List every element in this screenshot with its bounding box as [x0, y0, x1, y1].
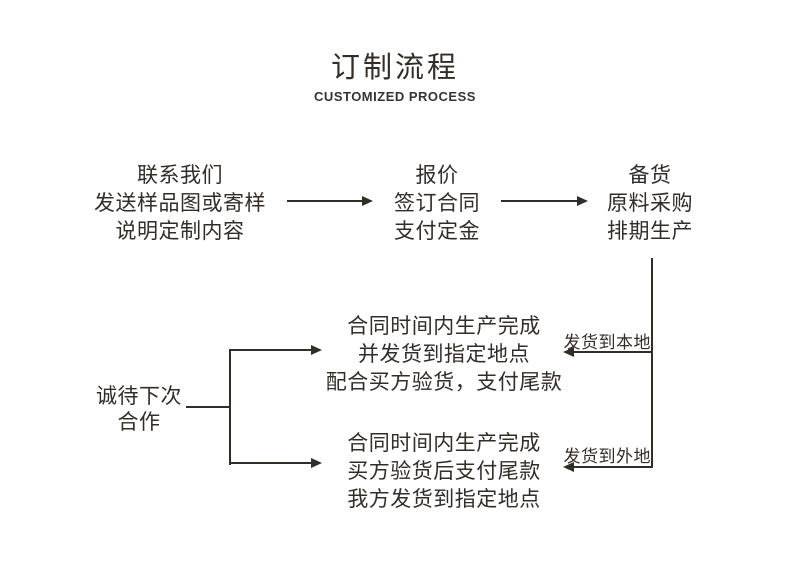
step-line: 签订合同: [394, 192, 480, 215]
step-line: 发送样品图或寄样: [94, 192, 266, 215]
route-label-remote: 发货到外地: [563, 447, 651, 466]
arrow-fork-to-local-branch: [229, 349, 311, 351]
closing-line: 合作: [117, 411, 161, 434]
step-line: 排期生产: [607, 220, 693, 243]
step-line: 说明定制内容: [115, 220, 245, 243]
arrow-fork-to-remote-branch: [229, 462, 311, 464]
step-line: 报价: [415, 164, 459, 187]
step-line: 备货: [628, 164, 672, 187]
step-line: 联系我们: [137, 164, 223, 187]
branch-local-block: 合同时间内生产完成 并发货到指定地点 配合买方验货，支付尾款: [313, 313, 575, 397]
arrow-remote-delivery: [574, 466, 653, 468]
branch-line: 配合买方验货，支付尾款: [325, 371, 563, 394]
connector-stock-down-line: [651, 258, 653, 468]
route-label-local: 发货到本地: [563, 333, 651, 352]
next-cooperation-label: 诚待下次 合作: [79, 384, 199, 436]
step-quote-block: 报价 签订合同 支付定金: [337, 162, 537, 246]
branch-line: 我方发货到指定地点: [347, 488, 541, 511]
branch-remote-block: 合同时间内生产完成 买方验货后支付尾款 我方发货到指定地点: [313, 430, 575, 514]
page-title: 订制流程: [330, 52, 459, 84]
branch-line: 并发货到指定地点: [358, 343, 530, 366]
arrow-contact-to-quote: [287, 200, 362, 202]
connector-cooperation-stub-line: [186, 406, 231, 408]
branch-line: 买方验货后支付尾款: [347, 460, 541, 483]
arrow-local-delivery: [574, 351, 652, 353]
step-contact-block: 联系我们 发送样品图或寄样 说明定制内容: [55, 162, 305, 246]
branch-line: 合同时间内生产完成: [347, 315, 541, 338]
connector-fork-line: [229, 349, 231, 465]
arrow-quote-to-stock: [501, 200, 577, 202]
closing-line: 诚待下次: [96, 385, 182, 408]
page-subtitle: CUSTOMIZED PROCESS: [314, 89, 476, 104]
branch-line: 合同时间内生产完成: [347, 432, 541, 455]
step-line: 支付定金: [394, 220, 480, 243]
step-line: 原料采购: [607, 192, 693, 215]
step-stock-block: 备货 原料采购 排期生产: [550, 162, 750, 246]
